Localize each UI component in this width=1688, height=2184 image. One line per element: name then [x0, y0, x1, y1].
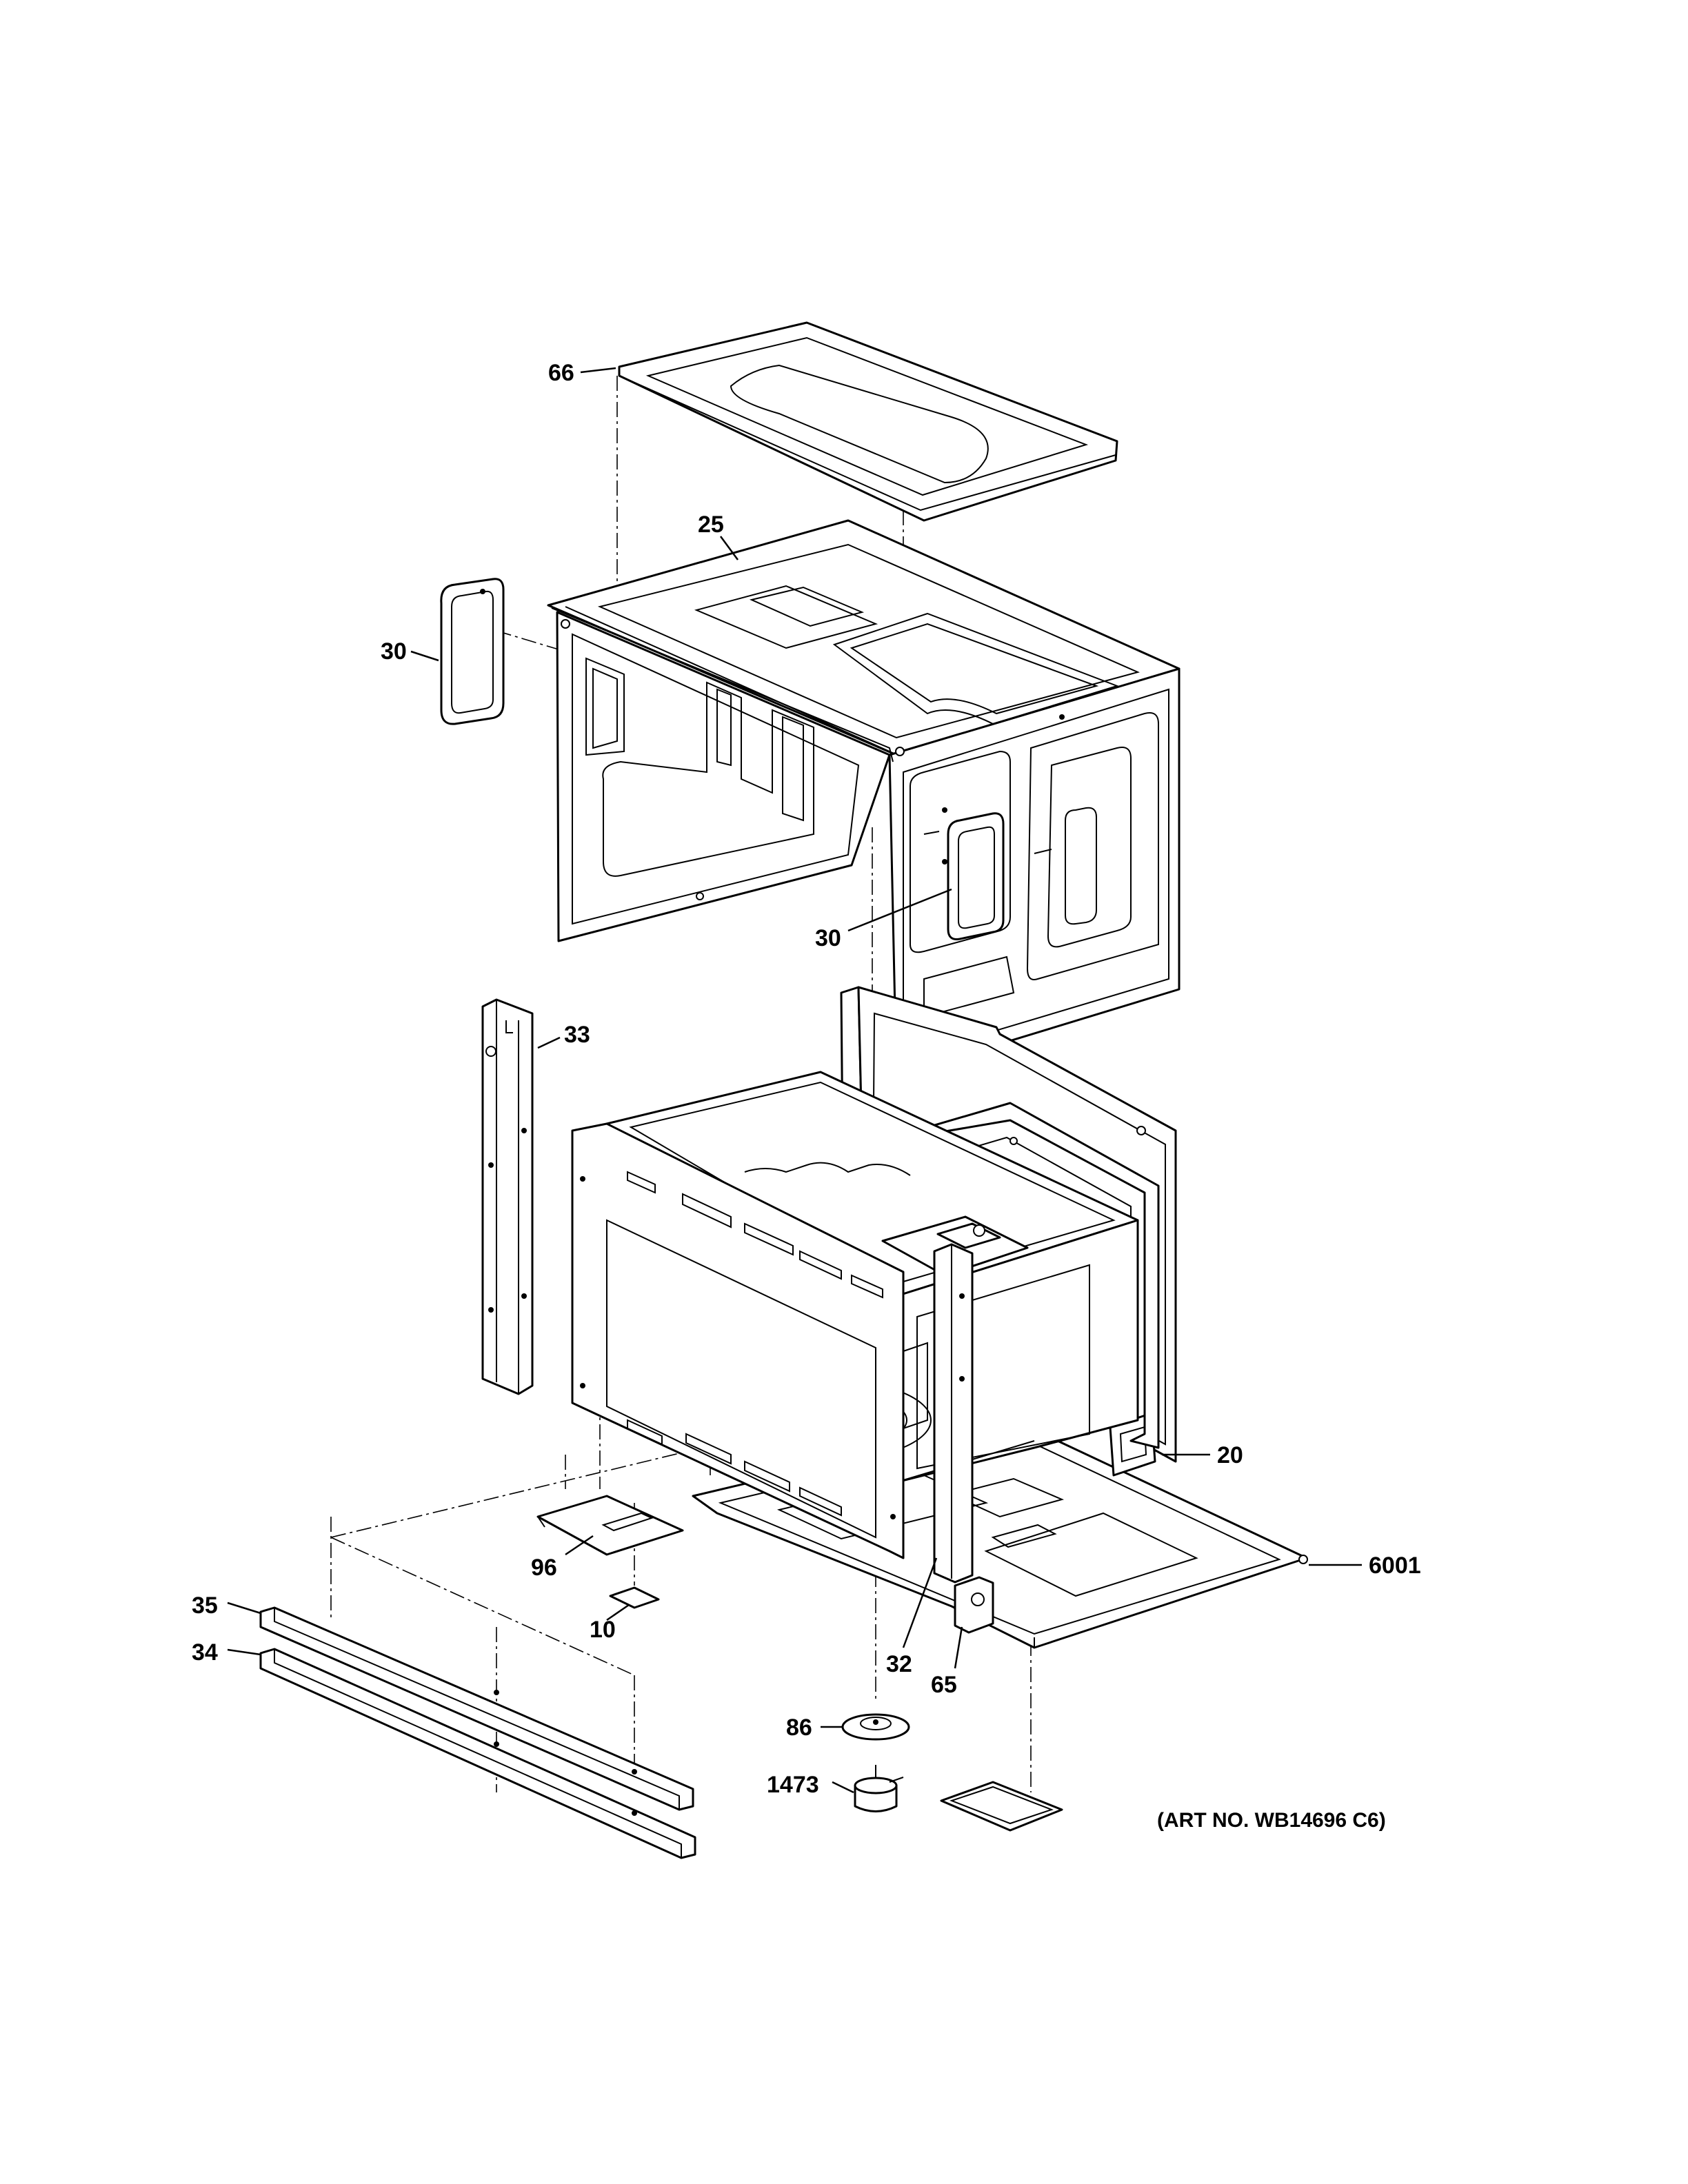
label-20: 20: [1217, 1442, 1243, 1468]
part-35-rail: [259, 1606, 694, 1811]
label-25: 25: [698, 512, 724, 538]
part-66-top-cover: [618, 321, 1118, 522]
label-96: 96: [531, 1555, 557, 1581]
label-66: 66: [548, 360, 574, 386]
part-33-left-trim: [481, 998, 534, 1395]
label-10: 10: [590, 1617, 616, 1643]
label-30a: 30: [381, 638, 407, 665]
part-25-upper-wrapper: [547, 519, 1180, 1077]
label-86: 86: [786, 1715, 812, 1741]
part-1473-motor: [854, 1765, 904, 1812]
part-86-coupler: [841, 1713, 910, 1741]
part-30-gasket-left: [440, 578, 505, 725]
part-34-rail: [259, 1648, 696, 1859]
label-34: 34: [192, 1639, 218, 1666]
label-6001: 6001: [1369, 1553, 1421, 1579]
label-35: 35: [192, 1593, 218, 1619]
label-1473: 1473: [767, 1772, 819, 1798]
part-30-gasket-right: [923, 812, 1052, 940]
label-65: 65: [931, 1672, 957, 1698]
bottom-access-cover: [940, 1781, 1063, 1832]
part-65-bracket: [954, 1576, 994, 1634]
part-32-right-trim: [933, 1243, 974, 1584]
part-10-small-plate: [609, 1586, 660, 1609]
part-96-cover: [536, 1495, 684, 1556]
part-labels: 66 25 30 30 33 20 6001 96 10 35 34 32 65…: [192, 360, 1421, 1832]
leader-lines: [227, 367, 1362, 1794]
label-32: 32: [886, 1651, 912, 1677]
label-33: 33: [564, 1022, 590, 1048]
label-30b: 30: [815, 925, 841, 951]
art-number: (ART NO. WB14696 C6): [1157, 1809, 1386, 1832]
